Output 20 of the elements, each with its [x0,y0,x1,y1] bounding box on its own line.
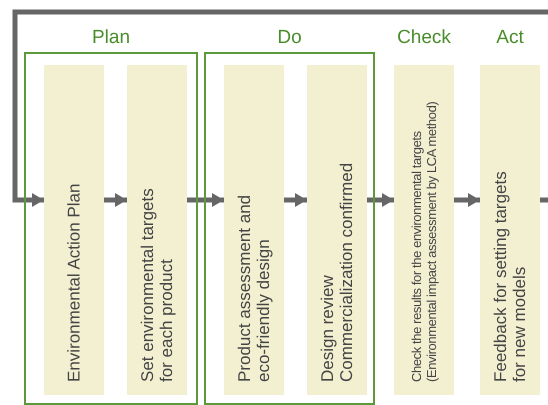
step-text: Feedback for setting targets for new models [491,170,529,382]
arrow [12,10,548,207]
step-text: Product assessment and eco-friendly design [235,194,273,382]
step-box [224,65,284,395]
step-text: Environmental Action Plan [64,184,84,382]
step-box [127,65,187,395]
phase-heading: Do [276,27,303,49]
arrow [187,193,224,207]
step-text: Design review Commercialization confirmed [318,162,356,382]
arrow [284,193,307,207]
arrow [367,193,394,207]
arrow [104,193,127,207]
step-box [307,65,367,395]
step-text: Check the results for the environmental targets (Environmental impact assessment by LCA method) [409,100,439,382]
phase-heading: Act [495,27,525,49]
phase-heading: Check [396,27,452,49]
step-text: Set environmental targets for each product [138,187,176,382]
arrow [454,193,480,207]
step-box [44,65,104,395]
phase-heading: Plan [90,27,132,49]
